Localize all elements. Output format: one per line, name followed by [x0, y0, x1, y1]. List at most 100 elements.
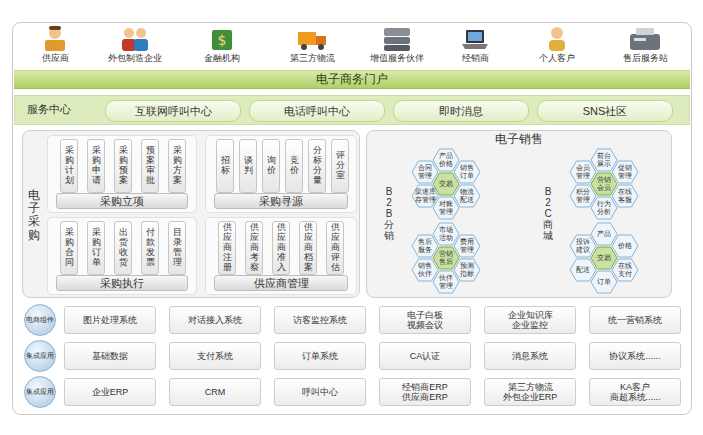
hex-shape [570, 235, 596, 257]
hex-shape [433, 223, 459, 245]
hex-shape [570, 259, 596, 281]
node-text: 集成应用 [26, 352, 54, 360]
function-box: 供应商考察 [245, 221, 263, 275]
node-text: 伙伴 管理 [439, 274, 453, 290]
node-text: 在线 客服 [618, 188, 632, 204]
node-text: 售后 服务 [418, 238, 432, 254]
node-text: 交易 [439, 180, 453, 188]
supplier-icon [45, 26, 65, 51]
service-box: 互联网呼叫中心 [105, 100, 241, 122]
system-box: CA认证 [379, 342, 471, 370]
node-text: 行为 分析 [597, 200, 611, 216]
function-box: 招标 [216, 139, 234, 193]
hex-shape [612, 235, 638, 257]
node-text: 供应商考察 [250, 223, 259, 272]
function-box: 询价 [262, 139, 280, 193]
hex-shape [454, 259, 480, 281]
node-text: 供应商档案 [304, 223, 313, 272]
system-box: 经销商ERP 供应商ERP [379, 378, 471, 406]
row-circle: 集成应用 [24, 340, 56, 372]
system-box: 企业ERP [64, 378, 156, 406]
node-text: 访客监控系统 [293, 315, 347, 325]
node-text: 费用 管理 [460, 238, 474, 254]
node-text: 合同 管理 [418, 164, 432, 180]
function-box: 采购计划 [60, 139, 78, 193]
hex-shape [591, 223, 617, 245]
node-text: 评分室 [336, 151, 345, 181]
node-text: 服务中心 [27, 103, 71, 116]
system-box: 订单系统 [274, 342, 366, 370]
hex-shape [612, 161, 638, 183]
node-text: 招标 [221, 156, 230, 176]
node-text: KA客户 商超系统...... [610, 382, 661, 403]
function-box: 采购预案 [114, 139, 132, 193]
function-box: 预案审批 [141, 139, 159, 193]
node-text: 电话呼叫中心 [284, 105, 350, 118]
service-box: SNS社区 [537, 100, 673, 122]
node-text: 投诉 建议 [576, 238, 590, 254]
function-box: 供应商评估 [326, 221, 344, 275]
function-box: 供应商档案 [299, 221, 317, 275]
procurement-panel: 电子采购采购立项采购计划采购申请采购预案预案审批采购方案采购寻源招标谈判询价竞价… [22, 130, 360, 298]
svg-text:$: $ [218, 32, 227, 48]
partner-label: 增值服务伙伴 [370, 52, 424, 65]
portal-band: 电子商务门户 [14, 70, 690, 89]
hex-shape [412, 235, 438, 257]
node-text: 供应商管理 [214, 275, 348, 291]
node-text: 电子白板 视频会议 [407, 310, 443, 331]
node-text: 渠道库 存管理 [415, 188, 436, 204]
hex-shape [591, 149, 617, 171]
node-text: 供应商评估 [331, 223, 340, 272]
function-box: 付款发票 [141, 221, 159, 275]
partner-label: 金融机构 [204, 52, 240, 65]
channel-label: B2C商城 [543, 186, 553, 241]
hex-shape [591, 247, 617, 269]
partner-label: 外包制造企业 [108, 52, 162, 65]
function-box: 供应商注册 [218, 221, 236, 275]
node-text: 积分 管理 [576, 188, 590, 204]
node-text: 协议系统...... [609, 351, 660, 361]
node-text: 营销 售后 [439, 250, 453, 266]
node-text: 询价 [267, 156, 276, 176]
hex-shape [454, 185, 480, 207]
node-text: 预案审批 [146, 146, 155, 186]
node-text: 订单 [597, 278, 611, 286]
module-group: 采购寻源招标谈判询价竞价分标分量评分室 [205, 135, 357, 213]
node-text: 营销 会员 [597, 176, 611, 192]
node-text: 图片处理系统 [83, 315, 137, 325]
system-box: 第三方物流 外包企业ERP [484, 378, 576, 406]
node-text: CA认证 [410, 351, 441, 361]
node-text: 促销 管理 [618, 164, 632, 180]
node-text: 对账 管理 [439, 200, 453, 216]
node-text: 电子销售 [367, 133, 671, 147]
node-text: 支付系统 [197, 351, 233, 361]
hex-shape [612, 259, 638, 281]
service-box: 电话呼叫中心 [249, 100, 385, 122]
node-text: 采购申请 [92, 146, 101, 186]
node-text: CRM [205, 387, 226, 397]
function-box: 供应商准入 [272, 221, 290, 275]
function-box: 目录管理 [168, 221, 186, 275]
node-text: 呼叫中心 [302, 387, 338, 397]
node-text: 目录管理 [173, 228, 182, 268]
hex-cell: 物流 配送 [453, 184, 481, 208]
node-text: 集成应用 [26, 388, 54, 396]
system-box: 电子白板 视频会议 [379, 306, 471, 334]
node-text: 经销商ERP 供应商ERP [402, 382, 448, 403]
partner-label: 经销商 [462, 52, 489, 65]
hex-shape [570, 161, 596, 183]
hex-cell: 预测 指标 [453, 258, 481, 282]
service-band: 服务中心互联网呼叫中心电话呼叫中心即时消息SNS社区 [14, 95, 690, 125]
hex-shape [412, 161, 438, 183]
node-text: 采购合同 [65, 228, 74, 268]
node-text: 采购寻源 [214, 193, 348, 209]
hex-shape [591, 173, 617, 195]
node-text: 统一营销系统 [608, 315, 662, 325]
node-text: 电子商务门户 [316, 73, 388, 87]
node-text: 出货收货 [119, 228, 128, 268]
function-box: 谈判 [239, 139, 257, 193]
system-box: 统一营销系统 [589, 306, 681, 334]
hex-shape [433, 149, 459, 171]
node-text: 付款发票 [146, 228, 155, 268]
